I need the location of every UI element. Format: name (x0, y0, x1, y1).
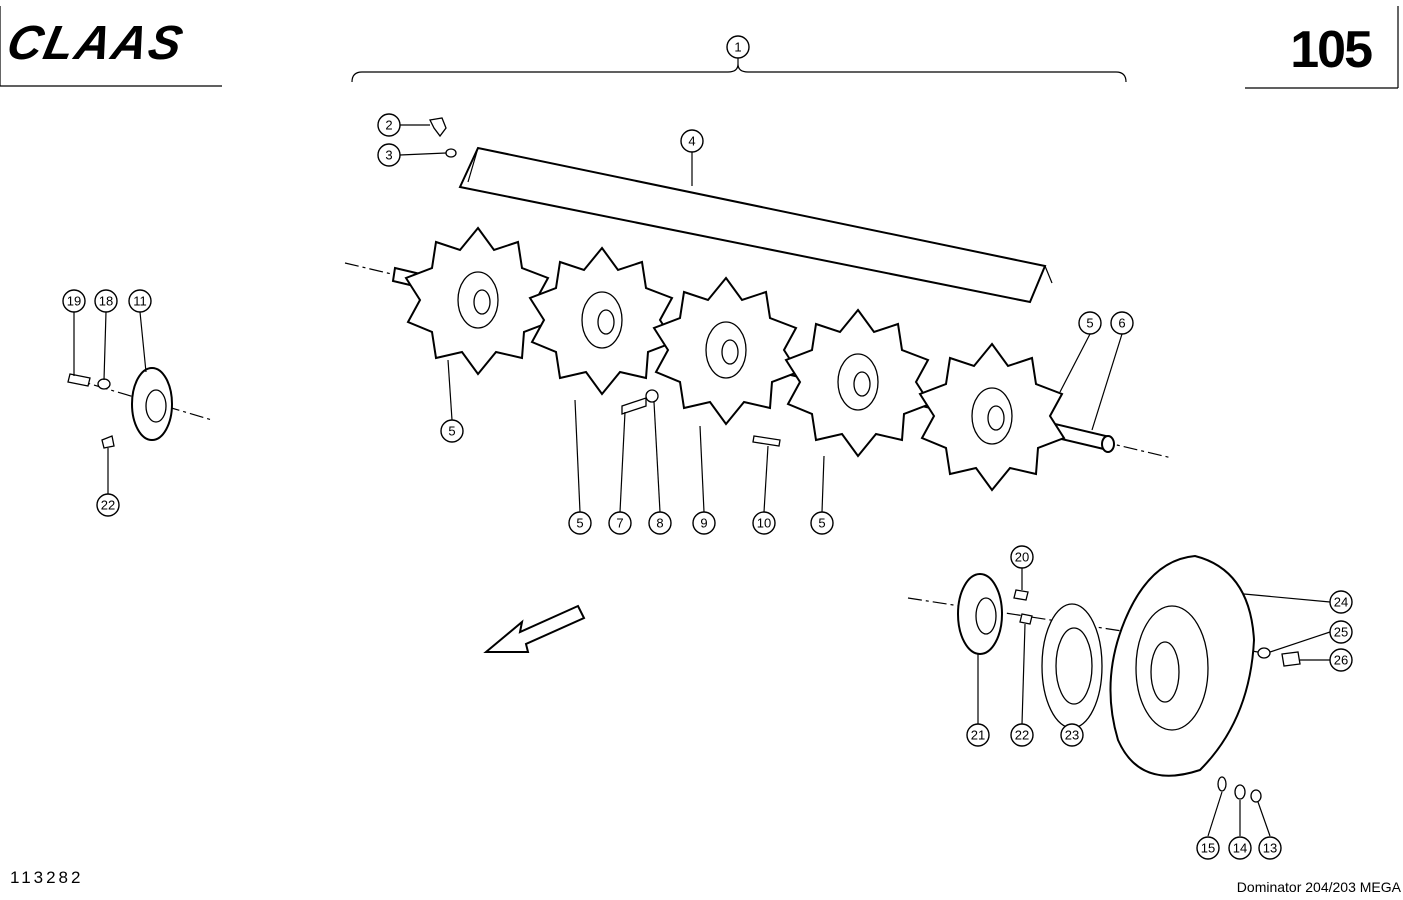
callout-18: 18 (94, 289, 118, 313)
callout-25: 25 (1329, 620, 1353, 644)
callout-1-label: 1 (734, 40, 741, 55)
pin-10 (752, 435, 781, 447)
callout-5d-label: 5 (1086, 316, 1093, 331)
callout-10: 10 (752, 511, 776, 535)
callout-3-label: 3 (385, 148, 392, 163)
callout-19-label: 19 (67, 294, 81, 309)
callout-5c: 5 (810, 511, 834, 535)
callout-2-label: 2 (385, 118, 392, 133)
callout-22a-label: 22 (101, 498, 115, 513)
callout-21-label: 21 (971, 728, 985, 743)
callout-2: 2 (377, 113, 401, 137)
model-label: Dominator 204/203 MEGA (1236, 879, 1401, 895)
callout-5c-label: 5 (818, 516, 825, 531)
callout-6: 6 (1110, 311, 1134, 335)
callout-3: 3 (377, 143, 401, 167)
callout-5a-label: 5 (448, 424, 455, 439)
callout-11-label: 11 (133, 294, 147, 309)
assembly-brace (351, 63, 1127, 83)
callout-22b: 22 (1010, 723, 1034, 747)
callout-5b-label: 5 (576, 516, 583, 531)
callout-6-label: 6 (1118, 316, 1125, 331)
callout-23: 23 (1060, 723, 1084, 747)
callout-5a: 5 (440, 419, 464, 443)
callout-11: 11 (128, 289, 152, 313)
right-bearing-assembly (907, 554, 1301, 803)
callout-8-label: 8 (656, 516, 663, 531)
left-bearing-assembly (67, 367, 213, 449)
callout-1: 1 (726, 35, 750, 59)
callout-26-label: 26 (1334, 653, 1348, 668)
callout-15-label: 15 (1201, 841, 1215, 856)
page-number: 105 (1290, 21, 1373, 79)
callout-5b: 5 (568, 511, 592, 535)
callout-4: 4 (680, 129, 704, 153)
callout-9-label: 9 (700, 516, 707, 531)
sprocket-group (404, 226, 1066, 492)
callout-25-label: 25 (1334, 625, 1348, 640)
callout-26: 26 (1329, 648, 1353, 672)
callout-20-label: 20 (1015, 550, 1029, 565)
callouts: 1 2 3 4 5 5 5 5 6 7 8 9 10 11 18 19 22 2… (62, 35, 1353, 860)
callout-24: 24 (1329, 590, 1353, 614)
callout-18-label: 18 (99, 294, 113, 309)
direction-arrow-icon (483, 604, 586, 653)
washer-3 (445, 148, 457, 158)
leader-lines (73, 58, 1331, 837)
callout-5d: 5 (1078, 311, 1102, 335)
callout-19: 19 (62, 289, 86, 313)
callout-20: 20 (1010, 545, 1034, 569)
bolt-7 (621, 397, 647, 415)
callout-8: 8 (648, 511, 672, 535)
callout-14: 14 (1228, 836, 1252, 860)
callout-13: 13 (1258, 836, 1282, 860)
frame-lines (0, 6, 1399, 89)
callout-22b-label: 22 (1015, 728, 1029, 743)
callout-21: 21 (966, 723, 990, 747)
callout-24-label: 24 (1334, 595, 1348, 610)
callout-7: 7 (608, 511, 632, 535)
angle-strip (458, 146, 1053, 304)
drawing-number: 113282 (10, 868, 84, 887)
callout-9: 9 (692, 511, 716, 535)
callout-7-label: 7 (616, 516, 623, 531)
callout-13-label: 13 (1263, 841, 1277, 856)
callout-4-label: 4 (688, 134, 695, 149)
callout-15: 15 (1196, 836, 1220, 860)
callout-23-label: 23 (1065, 728, 1079, 743)
callout-10-label: 10 (757, 516, 771, 531)
nut-8 (645, 389, 659, 403)
callout-22a: 22 (96, 493, 120, 517)
small-bolt-2 (429, 117, 447, 138)
callout-14-label: 14 (1233, 841, 1247, 856)
